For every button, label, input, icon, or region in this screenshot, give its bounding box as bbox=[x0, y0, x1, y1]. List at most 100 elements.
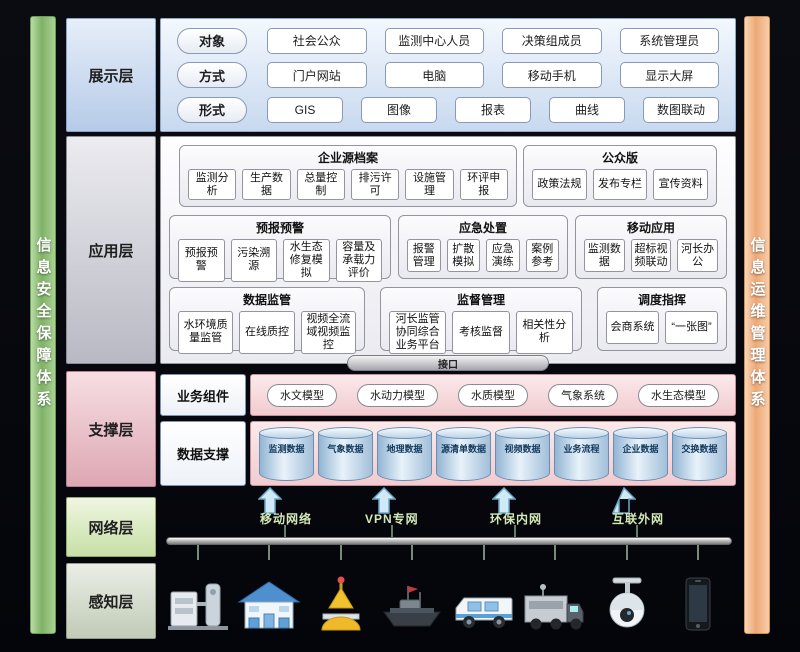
app-item: 河长监管协同综合业务平台 bbox=[389, 311, 447, 354]
presentation-row-object: 对象 社会公众 监测中心人员 决策组成员 系统管理员 bbox=[177, 27, 719, 54]
monitoring-buoy-icon bbox=[321, 576, 361, 631]
database-label: 气象数据 bbox=[327, 443, 364, 454]
cylinder-shape bbox=[377, 432, 432, 481]
database-cylinder: 源清单数据 bbox=[436, 426, 491, 481]
device-connector bbox=[697, 545, 699, 560]
app-item: 预报预警 bbox=[178, 239, 225, 282]
group-items: 会商系统 “一张图” bbox=[598, 308, 726, 350]
database-label: 业务流程 bbox=[563, 443, 600, 454]
presentation-layer-label: 展示层 bbox=[66, 18, 156, 132]
group-title: 公众版 bbox=[601, 151, 638, 165]
row-items: 社会公众 监测中心人员 决策组成员 系统管理员 bbox=[267, 27, 719, 54]
cylinder-top bbox=[436, 426, 491, 439]
database-cylinder: 监测数据 bbox=[259, 426, 314, 481]
dome-camera-icon bbox=[609, 577, 645, 628]
network-connector bbox=[514, 525, 516, 537]
presentation-row-method: 方式 门户网站 电脑 移动手机 显示大屏 bbox=[177, 62, 719, 89]
model-item: 水生态模型 bbox=[638, 383, 719, 407]
presentation-item: 移动手机 bbox=[502, 62, 602, 88]
app-item: 水生态修复模拟 bbox=[283, 239, 330, 282]
presentation-item: 图像 bbox=[361, 96, 437, 123]
group-emergency-response: 应急处置 报警管理 扩散模拟 应急演练 案例参考 bbox=[398, 215, 568, 279]
app-item: 污染溯源 bbox=[230, 239, 277, 282]
application-layer-panel: 企业源档案 监测分析 生产数据 总量控制 排污许可 设施管理 环评申报 公众版 … bbox=[160, 136, 736, 371]
device-dome-camera bbox=[595, 574, 659, 634]
presentation-item: 数图联动 bbox=[643, 96, 719, 123]
app-item: 考核监督 bbox=[452, 311, 510, 354]
device-water-treatment-station bbox=[166, 574, 230, 634]
group-title: 预报预警 bbox=[255, 221, 304, 235]
group-title: 调度指挥 bbox=[637, 293, 686, 307]
pump-house-icon bbox=[237, 581, 302, 629]
up-arrow-icon bbox=[492, 487, 516, 514]
app-item: 政策法规 bbox=[532, 169, 587, 200]
group-title: 监督管理 bbox=[456, 293, 505, 307]
network-layer-panel: 移动网络 VPN专网 环保内网 互联外网 bbox=[160, 497, 736, 560]
database-cylinder: 企业数据 bbox=[613, 426, 668, 481]
model-item: 水动力模型 bbox=[357, 383, 438, 407]
database-label: 企业数据 bbox=[622, 443, 659, 454]
cylinder-top bbox=[259, 426, 314, 439]
device-connector bbox=[483, 545, 485, 560]
application-row-3: 数据监管 水环境质量监管 在线质控 视频全流域视频监控 监督管理 河长监管协同综… bbox=[161, 287, 735, 354]
group-forecast-warning: 预报预警 预报预警 污染溯源 水生态修复模拟 容量及承载力评价 bbox=[169, 215, 391, 282]
cylinder-top bbox=[377, 426, 432, 439]
group-title: 企业源档案 bbox=[317, 151, 378, 165]
database-cylinder: 地理数据 bbox=[377, 426, 432, 481]
group-title: 应急处置 bbox=[458, 221, 507, 235]
perception-layer-label: 感知层 bbox=[66, 563, 156, 639]
app-item: 监测数据 bbox=[584, 239, 625, 272]
database-label: 监测数据 bbox=[268, 443, 305, 454]
cylinder-top bbox=[318, 426, 373, 439]
app-item: 相关性分析 bbox=[515, 311, 573, 354]
device-monitoring-buoy bbox=[309, 574, 373, 634]
presentation-item: 报表 bbox=[455, 96, 531, 123]
database-label: 源清单数据 bbox=[440, 443, 486, 454]
row-tag: 对象 bbox=[177, 27, 247, 54]
group-items: 预报预警 污染溯源 水生态修复模拟 容量及承载力评价 bbox=[170, 236, 390, 288]
group-title: 数据监管 bbox=[242, 293, 291, 307]
device-connector bbox=[411, 545, 413, 560]
app-item: 案例参考 bbox=[525, 239, 559, 272]
network-connector bbox=[391, 525, 393, 537]
mobile-phone-icon bbox=[685, 577, 711, 631]
network-item: 环保内网 bbox=[490, 512, 543, 526]
security-assurance-label: 信息安全保障体系 bbox=[34, 237, 52, 413]
presentation-item: 电脑 bbox=[384, 62, 484, 88]
business-components-panel: 水文模型 水动力模型 水质模型 气象系统 水生态模型 bbox=[250, 374, 736, 416]
unmanned-boat-icon bbox=[383, 586, 442, 627]
water-treatment-station-icon bbox=[168, 583, 228, 630]
presentation-item: 门户网站 bbox=[267, 62, 367, 88]
perception-layer-panel bbox=[160, 563, 736, 639]
database-label: 视频数据 bbox=[504, 443, 541, 454]
group-data-supervision: 数据监管 水环境质量监管 在线质控 视频全流域视频监控 bbox=[169, 287, 365, 354]
data-support-panel: 监测数据 气象数据 地理数据 源清单数据 视频数据 业务流程 企业数据 交换数据 bbox=[250, 421, 736, 486]
application-layer-label: 应用层 bbox=[66, 136, 156, 364]
group-enterprise-source-archive: 企业源档案 监测分析 生产数据 总量控制 排污许可 设施管理 环评申报 bbox=[179, 145, 517, 207]
device-monitoring-van bbox=[452, 574, 516, 634]
group-supervision-management: 监督管理 河长监管协同综合业务平台 考核监督 相关性分析 bbox=[380, 287, 582, 354]
device-connector bbox=[626, 545, 628, 560]
presentation-item: 监测中心人员 bbox=[384, 27, 484, 54]
app-item: 生产数据 bbox=[242, 169, 291, 200]
operation-maintenance-label: 信息运维管理体系 bbox=[748, 237, 766, 413]
cylinder-top bbox=[495, 426, 550, 439]
app-item: 发布专栏 bbox=[592, 169, 648, 200]
network-layer-label: 网络层 bbox=[66, 497, 156, 557]
database-label: 地理数据 bbox=[386, 443, 423, 454]
device-connector bbox=[268, 545, 270, 560]
support-layer-label: 支撑层 bbox=[66, 371, 156, 487]
up-arrow-icon bbox=[258, 487, 282, 514]
application-row-1: 企业源档案 监测分析 生产数据 总量控制 排污许可 设施管理 环评申报 公众版 … bbox=[161, 145, 735, 207]
monitoring-van-icon bbox=[455, 597, 513, 628]
group-items: 报警管理 扩散模拟 应急演练 案例参考 bbox=[399, 236, 567, 278]
cylinder-shape bbox=[318, 432, 373, 481]
database-cylinder: 交换数据 bbox=[672, 426, 727, 481]
app-item: 扩散模拟 bbox=[446, 239, 480, 272]
app-item: 河长办公 bbox=[677, 239, 719, 272]
cylinder-top bbox=[672, 426, 727, 439]
app-item: 水环境质量监管 bbox=[178, 311, 234, 354]
presentation-layer-panel: 对象 社会公众 监测中心人员 决策组成员 系统管理员 方式 门户网站 电脑 移动… bbox=[160, 18, 736, 132]
network-connector bbox=[284, 525, 286, 537]
group-items: 监测数据 超标视频联动 河长办公 bbox=[576, 236, 726, 278]
